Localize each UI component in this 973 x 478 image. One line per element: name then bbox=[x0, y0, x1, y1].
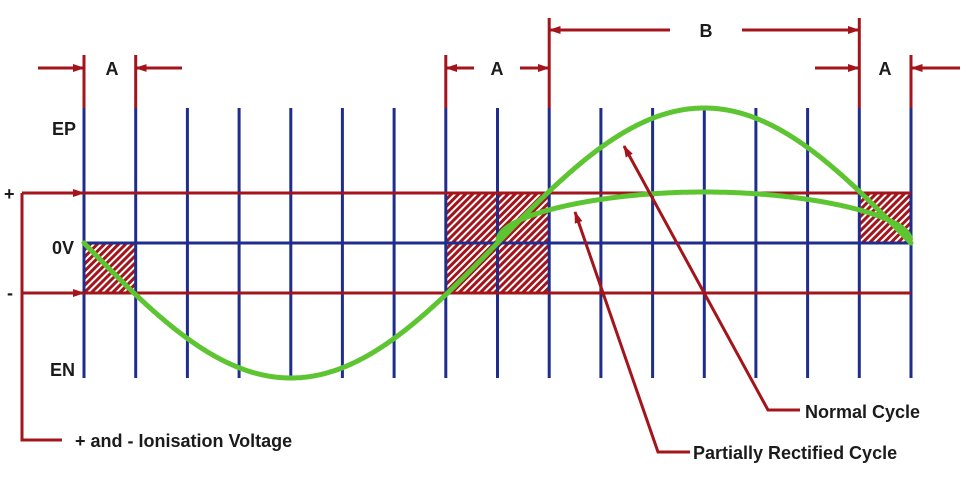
en-label: EN bbox=[50, 360, 75, 380]
normal-cycle-label: Normal Cycle bbox=[805, 402, 920, 422]
dimension-label-a: A bbox=[879, 59, 892, 79]
ionisation-voltage-label: + and - Ionisation Voltage bbox=[75, 431, 292, 451]
normal-cycle-leader bbox=[622, 145, 800, 412]
partially-rectified-cycle-curve bbox=[495, 189, 913, 246]
ionisation-voltage-bracket bbox=[20, 193, 62, 442]
ep-label: EP bbox=[52, 119, 76, 139]
plus-label: + bbox=[4, 184, 15, 204]
zero-volt-label: 0V bbox=[52, 238, 74, 258]
dimension-label-b: B bbox=[700, 21, 713, 41]
dimension-markers bbox=[38, 18, 960, 108]
partially-rectified-cycle-label: Partially Rectified Cycle bbox=[693, 443, 897, 463]
minus-label: - bbox=[7, 283, 13, 303]
dimension-label-a: A bbox=[491, 59, 504, 79]
dimension-label-a: A bbox=[106, 59, 119, 79]
partially-rectified-leader bbox=[573, 211, 690, 454]
